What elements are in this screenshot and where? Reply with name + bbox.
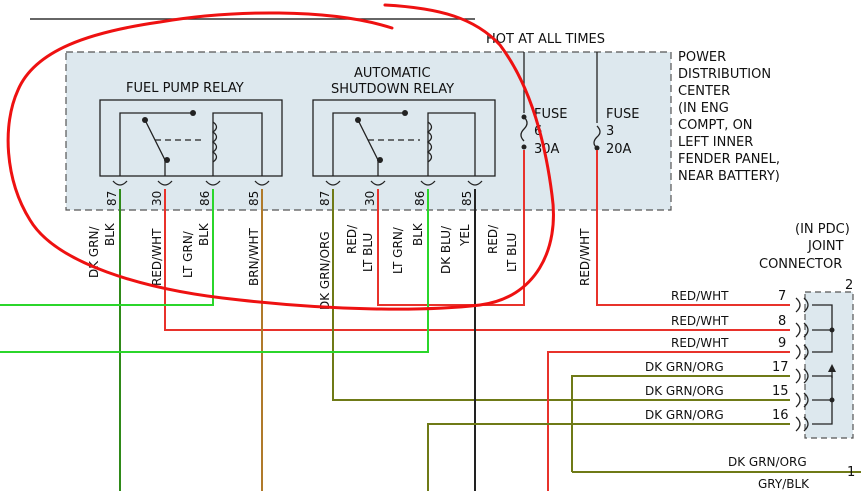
wire-label-dk-grn-blk-2: BLK	[103, 222, 117, 246]
joint-pin-1: 1	[847, 465, 855, 480]
joint-wire-label: RED/WHT	[671, 336, 729, 350]
joint-connector-title-line: CONNECTOR	[759, 257, 842, 272]
fuse-6-number: 6	[534, 124, 542, 139]
pdc-title-line: LEFT INNER	[678, 135, 753, 150]
joint-pin-17: 17	[772, 360, 789, 375]
joint-connector-title-line: (IN PDC)	[795, 222, 850, 237]
wire-red-wht-fuse3	[596, 150, 790, 306]
asd-pin-30: 30	[363, 191, 377, 206]
wire-label-red-wht-fp: RED/WHT	[150, 228, 164, 286]
wire-label-red-lt-blu-2-2: LT BLU	[505, 233, 519, 272]
fuel-pump-relay-internals	[119, 112, 263, 176]
wire-label-red-lt-blu-asd-2: LT BLU	[361, 233, 375, 272]
pdc-title-line: (IN ENG	[678, 101, 729, 116]
wire-label-lt-grn-blk-fp-1: LT GRN/	[181, 230, 195, 278]
pdc-title-line: CENTER	[678, 84, 730, 99]
fuse-6-label: FUSE	[534, 107, 567, 122]
joint-wire-label: RED/WHT	[671, 314, 729, 328]
asd-pin-85: 85	[460, 191, 474, 206]
wire-red-wht-pin9	[547, 351, 790, 491]
asd-pin-87: 87	[318, 191, 332, 206]
wire-label-lt-grn-blk-asd-2: BLK	[411, 222, 425, 246]
fuel-pump-pin-86: 86	[198, 191, 212, 206]
wire-label-red-lt-blu-asd-1: RED/	[345, 224, 359, 254]
wire-red-wht-fp30	[164, 189, 790, 331]
wire-label-red-wht-fuse3: RED/WHT	[578, 228, 592, 286]
wire-label-brn-wht: BRN/WHT	[247, 228, 261, 286]
joint-connector-title-line: JOINT	[807, 239, 844, 254]
asd-pin-86: 86	[413, 191, 427, 206]
wire-dk-grn-org-asd87	[332, 189, 790, 401]
fuse-3-terminal	[594, 145, 600, 151]
asd-relay-contact	[355, 117, 361, 123]
fuel-pump-pin-87: 87	[105, 191, 119, 206]
wire-label-lt-grn-blk-fp-2: BLK	[197, 222, 211, 246]
joint-wire-label: DK GRN/ORG	[645, 408, 724, 422]
fuse-3-rating: 20A	[606, 142, 632, 157]
joint-wire-label: DK GRN/ORG	[645, 384, 724, 398]
wire-label-red-lt-blu-2-1: RED/	[486, 224, 500, 254]
fuse-3-label: FUSE	[606, 107, 639, 122]
wire-dk-grn-org-pin17	[571, 375, 790, 472]
fuel-pump-relay-box	[99, 99, 283, 177]
wire-label-dk-blu-yel-1: DK BLU/	[439, 225, 453, 274]
fuse-3-symbol	[593, 125, 601, 149]
pdc-title-line: POWER	[678, 50, 726, 65]
fuel-pump-pin-85: 85	[247, 191, 261, 206]
hot-at-all-times-label: HOT AT ALL TIMES	[486, 32, 605, 47]
joint-wire-label: DK GRN/ORG	[728, 455, 807, 469]
wires	[0, 150, 861, 491]
pdc-title-line: FENDER PANEL,	[678, 152, 780, 167]
wire-lt-grn-blk-asd86	[0, 189, 429, 353]
joint-bottom-wire-label: GRY/BLK	[758, 477, 810, 491]
fuel-pump-pin-30: 30	[150, 191, 164, 206]
joint-pin-16: 16	[772, 408, 789, 423]
fuel-pump-relay-contact	[142, 117, 148, 123]
relay-terminals	[112, 180, 483, 186]
asd-relay-title-line: SHUTDOWN RELAY	[331, 82, 454, 97]
joint-pin-7: 7	[778, 289, 786, 304]
fuse-6-symbol	[520, 116, 528, 142]
wire-dk-grn-org-pin16	[427, 423, 790, 491]
pdc-title-line: DISTRIBUTION	[678, 67, 771, 82]
fuse-6-terminal	[521, 114, 527, 120]
fuse-6-rating: 30A	[534, 142, 560, 157]
fuel-pump-relay-contact	[164, 157, 170, 163]
joint-connector-box	[804, 291, 854, 439]
wire-lt-grn-blk-fp86	[0, 189, 214, 306]
joint-wire-label: RED/WHT	[671, 289, 729, 303]
joint-connector-arrow	[828, 364, 836, 372]
joint-wire-label: DK GRN/ORG	[645, 360, 724, 374]
fuse-6-terminal	[521, 144, 527, 150]
joint-splice-dot	[829, 397, 835, 403]
asd-relay-box	[312, 99, 496, 177]
pdc-box	[65, 51, 672, 211]
wire-label-dk-grn-org: DK GRN/ORG	[318, 231, 332, 310]
joint-connector-number: 2	[845, 278, 853, 293]
fuel-pump-relay-contact	[190, 110, 196, 116]
joint-pin-8: 8	[778, 314, 786, 329]
annotation-circle	[6, 3, 555, 311]
asd-relay-contact	[377, 157, 383, 163]
joint-pin-9: 9	[778, 336, 786, 351]
fuse-3-number: 3	[606, 124, 614, 139]
pdc-title-line: NEAR BATTERY)	[678, 169, 780, 184]
asd-relay-contact	[402, 110, 408, 116]
pdc-title-line: COMPT, ON	[678, 118, 753, 133]
wire-red-lt-blu-asd30	[377, 150, 525, 306]
joint-terminals	[795, 297, 809, 432]
fuel-pump-relay-title: FUEL PUMP RELAY	[126, 81, 244, 96]
wire-label-lt-grn-blk-asd-1: LT GRN/	[391, 226, 405, 274]
wire-label-dk-blu-yel-2: YEL	[458, 224, 472, 247]
joint-splice-dot	[829, 327, 835, 333]
pdc-title: POWER DISTRIBUTION CENTER (IN ENG COMPT,…	[678, 50, 780, 184]
asd-relay-internals	[332, 112, 476, 176]
asd-relay-title-line: AUTOMATIC	[354, 66, 431, 81]
joint-pin-15: 15	[772, 384, 789, 399]
